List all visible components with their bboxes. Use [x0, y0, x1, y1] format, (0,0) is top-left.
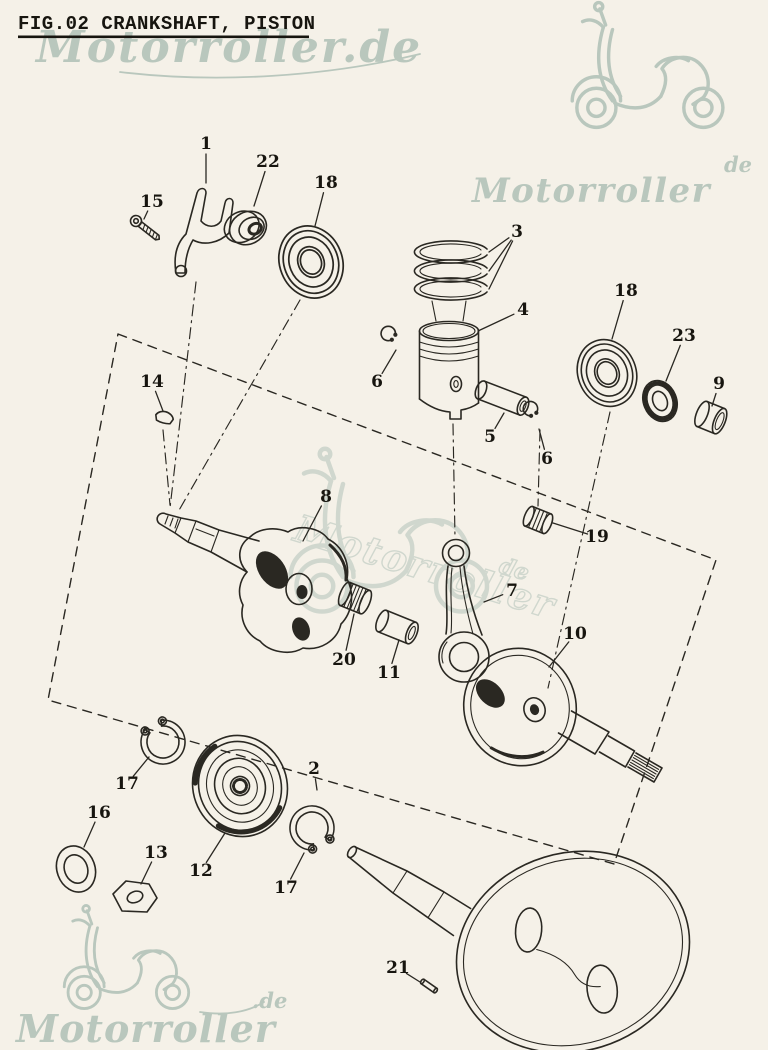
callout-label-4: 4	[517, 300, 529, 320]
diagram-art	[47, 187, 728, 1050]
part-bearing-18-right	[566, 329, 648, 417]
callout-label-9: 9	[713, 374, 725, 394]
callout-label-11: 11	[377, 663, 401, 683]
part-bushing-9	[694, 400, 728, 435]
callout-label-13: 13	[144, 843, 168, 863]
part-pulley-12	[191, 734, 289, 838]
part-crank-half-10	[462, 647, 663, 783]
part-needle-bearing-19	[522, 505, 554, 535]
callout-label-7: 7	[506, 581, 518, 601]
watermark-right-text: Motorroller de	[471, 152, 752, 211]
callout-leader-11	[391, 639, 400, 665]
callout-leader-15	[143, 210, 149, 220]
callout-leader-5	[494, 412, 505, 430]
callout-leader-8	[302, 505, 323, 542]
callout-label-3: 3	[511, 222, 523, 242]
callout-label-14: 14	[140, 372, 164, 392]
watermark-top-swoosh	[119, 53, 421, 79]
callout-label-18: 18	[314, 173, 338, 193]
callout-leader-23	[665, 344, 681, 382]
callout-leader-16	[83, 821, 96, 848]
callout-leader-21	[405, 972, 421, 983]
watermark-bottom-brand: Motorroller	[14, 1006, 278, 1050]
figure-title: FIG.02 CRANKSHAFT, PISTON	[18, 13, 316, 35]
callout-leader-12	[205, 832, 226, 864]
callout-label-16: 16	[87, 803, 111, 823]
callout-label-22: 22	[256, 152, 280, 172]
callout-leader-17	[289, 852, 305, 880]
part-needle-bearing-20	[337, 581, 373, 615]
callout-label-6: 6	[371, 372, 383, 392]
callout-label-8: 8	[320, 487, 332, 507]
callout-leader-2	[314, 778, 318, 791]
part-circlip-17-left	[131, 710, 194, 773]
callout-label-15: 15	[140, 192, 164, 212]
watermark-top-text: Motorroller.de	[34, 22, 422, 73]
part-pin-21	[419, 978, 439, 994]
callout-label-1: 1	[200, 134, 212, 154]
part-circlip-17-right	[281, 797, 344, 860]
callout-leader-7	[483, 594, 504, 603]
callout-label-23: 23	[672, 326, 696, 346]
figure-header: FIG.02 CRANKSHAFT, PISTON	[18, 13, 316, 39]
callout-leader-3	[488, 237, 510, 253]
watermark-scooter-bottom-icon	[62, 904, 191, 1010]
callout-leader-22	[253, 170, 266, 207]
callout-label-17: 17	[274, 878, 298, 898]
callout-leader-18	[314, 192, 325, 227]
callout-leader-18	[611, 299, 624, 340]
callout-leader-19	[552, 522, 589, 535]
callout-layer: 1512218346561823914819710201121716131217…	[83, 134, 725, 983]
callout-label-20: 20	[332, 650, 356, 670]
callout-leader-3	[488, 240, 514, 290]
title-underline	[18, 35, 309, 39]
callout-label-21: 21	[386, 958, 410, 978]
callout-label-19: 19	[585, 527, 609, 547]
callout-leader-13	[140, 861, 153, 885]
part-plate-13	[112, 880, 158, 913]
watermark-layer: Motorroller.de Motorroller de Motorrolle…	[14, 0, 752, 1050]
callout-leader-9	[711, 392, 717, 407]
watermark-right-brand: Motorroller	[471, 171, 712, 211]
part-bearing-22	[223, 210, 268, 246]
part-oil-seal-23	[641, 379, 679, 423]
watermark-bottom-tld: .de	[252, 988, 287, 1013]
watermark-scooter-top-right-icon	[570, 0, 725, 130]
callout-leader-10	[548, 641, 570, 668]
watermark-bottom-swoosh	[199, 1001, 265, 1015]
callout-label-18: 18	[614, 281, 638, 301]
callout-leader-6	[538, 428, 546, 450]
part-circlip-6-left	[379, 324, 399, 344]
callout-label-10: 10	[563, 624, 587, 644]
part-washer-16	[55, 845, 97, 893]
assembly-outline-2	[47, 333, 717, 865]
part-holder-fork-1	[174, 187, 234, 278]
part-bearing-18-left	[267, 215, 355, 309]
callout-label-17: 17	[115, 774, 139, 794]
part-crank-pin-11	[375, 609, 419, 645]
callout-leader-20	[345, 613, 355, 651]
part-piston-4	[418, 320, 480, 420]
callout-label-5: 5	[484, 427, 496, 447]
assembled-crankshaft	[346, 845, 691, 1050]
callout-label-12: 12	[189, 861, 213, 881]
construction-lines	[162, 281, 611, 689]
part-woodruff-key-14	[155, 410, 175, 425]
watermark-right-tld: de	[724, 152, 752, 177]
part-piston-rings-3	[413, 240, 488, 301]
callout-label-2: 2	[308, 759, 320, 779]
watermark-center: Motorroller de	[287, 449, 563, 629]
callout-leader-3	[488, 239, 512, 272]
part-piston-pin-5	[474, 380, 530, 416]
callout-leader-17	[132, 756, 150, 777]
part-screw-15	[129, 214, 161, 241]
part-crank-half-8	[156, 512, 353, 653]
callout-leader-4	[477, 313, 515, 332]
callout-leader-6	[381, 349, 397, 375]
callout-label-6: 6	[541, 449, 553, 469]
callout-leader-14	[154, 390, 164, 412]
